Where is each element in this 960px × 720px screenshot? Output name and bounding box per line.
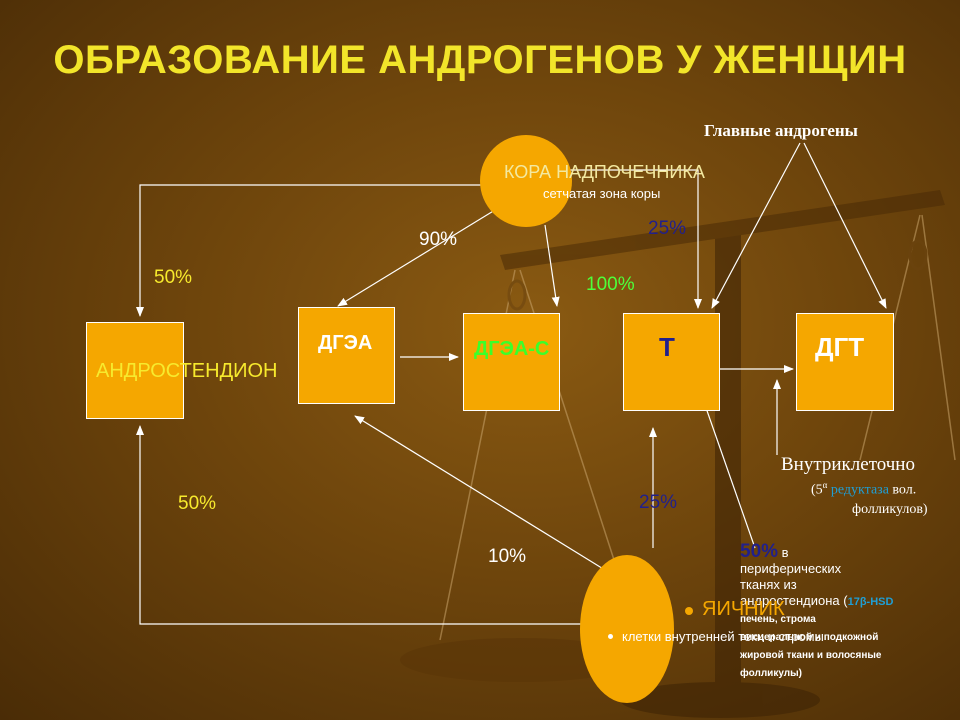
peripheral-line2: периферических — [740, 561, 841, 576]
peripheral-pct: 50% — [740, 541, 778, 562]
ovary-label: ЯИЧНИК — [702, 598, 785, 621]
pct-ovary-to-dhea: 10% — [488, 546, 526, 568]
pct-adrenal-to-dheas: 100% — [586, 274, 635, 296]
ovary-bullet-icon — [685, 607, 693, 615]
intracellular-rest: вол. — [889, 483, 916, 498]
t-label: Т — [659, 332, 675, 363]
dheas-label: ДГЭА-С — [474, 338, 549, 361]
dht-label: ДГТ — [815, 332, 864, 363]
peripheral-enzyme: 17β-HSD — [848, 596, 894, 608]
dhea-label: ДГЭА — [318, 332, 372, 355]
dheas-box — [463, 313, 560, 411]
peripheral-line3: тканях из — [740, 577, 797, 592]
pct-adrenal-to-t: 25% — [648, 218, 686, 240]
adrenal-zone-label: сетчатая зона коры — [543, 186, 660, 201]
arrow-ovary-to-androstenedione — [140, 426, 582, 624]
peripheral-line8: фолликулы) — [740, 668, 802, 679]
pct-adrenal-to-androstenedione: 50% — [154, 267, 192, 289]
page-title: ОБРАЗОВАНИЕ АНДРОГЕНОВ У ЖЕНЩИН — [0, 38, 960, 83]
peripheral-line7: жировой ткани и волосяные — [740, 650, 881, 661]
main-androgens-label: Главные андрогены — [704, 121, 858, 141]
intracellular-label: Внутриклеточно — [781, 454, 915, 476]
peripheral-line1: в — [778, 545, 789, 560]
pct-ovary-to-t: 25% — [639, 492, 677, 514]
adrenal-cortex-label: КОРА НАДПОЧЕЧНИКА — [504, 162, 705, 183]
androstenedione-label: АНДРОСТЕНДИОН — [96, 360, 277, 383]
dhea-box — [298, 307, 395, 404]
intracellular-enzyme: редуктаза — [827, 483, 889, 498]
intracellular-open: (5 — [811, 483, 823, 498]
pct-ovary-to-androstenedione: 50% — [178, 493, 216, 515]
intracellular-follicles: фолликулов) — [852, 502, 928, 518]
pct-adrenal-to-dhea: 90% — [419, 229, 457, 251]
ovary-cells-label: клетки внутренней теки и стромы — [622, 629, 824, 644]
intracellular-detail: (5α редуктаза вол. — [811, 480, 916, 499]
arrow-main-to-dht — [804, 143, 886, 308]
arrow-adrenal-to-dhea — [338, 210, 495, 306]
arrow-adrenal-to-dheas — [545, 225, 557, 306]
ovary-sub-bullet-icon — [608, 634, 613, 639]
